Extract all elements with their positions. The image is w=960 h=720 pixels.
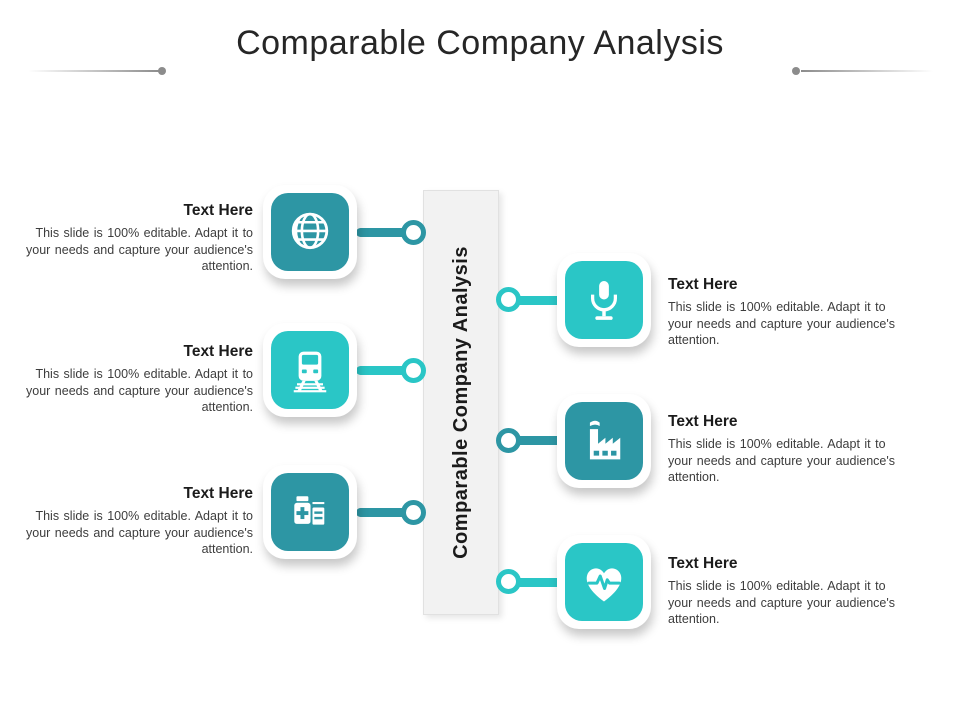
item-heading: Text Here: [668, 413, 738, 430]
item-body: This slide is 100% editable. Adapt it to…: [668, 579, 895, 626]
connector-line: [505, 296, 563, 305]
icon-card: [557, 253, 651, 347]
item-text-block: Text Here This slide is 100% editable. A…: [25, 343, 253, 416]
connector-line: [505, 578, 563, 587]
item-heading: Text Here: [183, 485, 254, 502]
item-heading: Text Here: [668, 276, 738, 293]
item-text-block: Text Here This slide is 100% editable. A…: [668, 276, 896, 349]
train-icon: [271, 331, 349, 409]
item-heading: Text Here: [183, 343, 254, 360]
connector-node: [401, 358, 426, 383]
icon-card: [263, 323, 357, 417]
heartbeat-icon: [565, 543, 643, 621]
globe-icon: [271, 193, 349, 271]
icon-card: [263, 185, 357, 279]
connector-node: [401, 500, 426, 525]
center-bar-label: Comparable Company Analysis: [449, 246, 472, 559]
factory-icon: [565, 402, 643, 480]
connector-line: [356, 366, 416, 375]
connector-node: [496, 428, 521, 453]
title-divider-left: [28, 70, 160, 72]
icon-card: [557, 535, 651, 629]
title-divider-right-dot: [792, 67, 800, 75]
item-text-block: Text Here This slide is 100% editable. A…: [25, 485, 253, 558]
item-heading: Text Here: [668, 555, 738, 572]
connector-line: [505, 436, 563, 445]
title-divider-left-dot: [158, 67, 166, 75]
item-text-block: Text Here This slide is 100% editable. A…: [25, 202, 253, 275]
medicine-icon: [271, 473, 349, 551]
item-body: This slide is 100% editable. Adapt it to…: [26, 509, 253, 556]
icon-card: [263, 465, 357, 559]
connector-node: [496, 287, 521, 312]
icon-card: [557, 394, 651, 488]
item-body: This slide is 100% editable. Adapt it to…: [26, 367, 253, 414]
item-heading: Text Here: [183, 202, 254, 219]
item-text-block: Text Here This slide is 100% editable. A…: [668, 413, 896, 486]
center-bar: Comparable Company Analysis: [423, 190, 499, 615]
item-body: This slide is 100% editable. Adapt it to…: [26, 226, 253, 273]
connector-line: [356, 228, 416, 237]
connector-node: [496, 569, 521, 594]
page-title: Comparable Company Analysis: [236, 24, 724, 62]
connector-line: [356, 508, 416, 517]
connector-node: [401, 220, 426, 245]
item-body: This slide is 100% editable. Adapt it to…: [668, 437, 895, 484]
item-body: This slide is 100% editable. Adapt it to…: [668, 300, 895, 347]
title-divider-right: [801, 70, 933, 72]
microphone-icon: [565, 261, 643, 339]
item-text-block: Text Here This slide is 100% editable. A…: [668, 555, 896, 628]
